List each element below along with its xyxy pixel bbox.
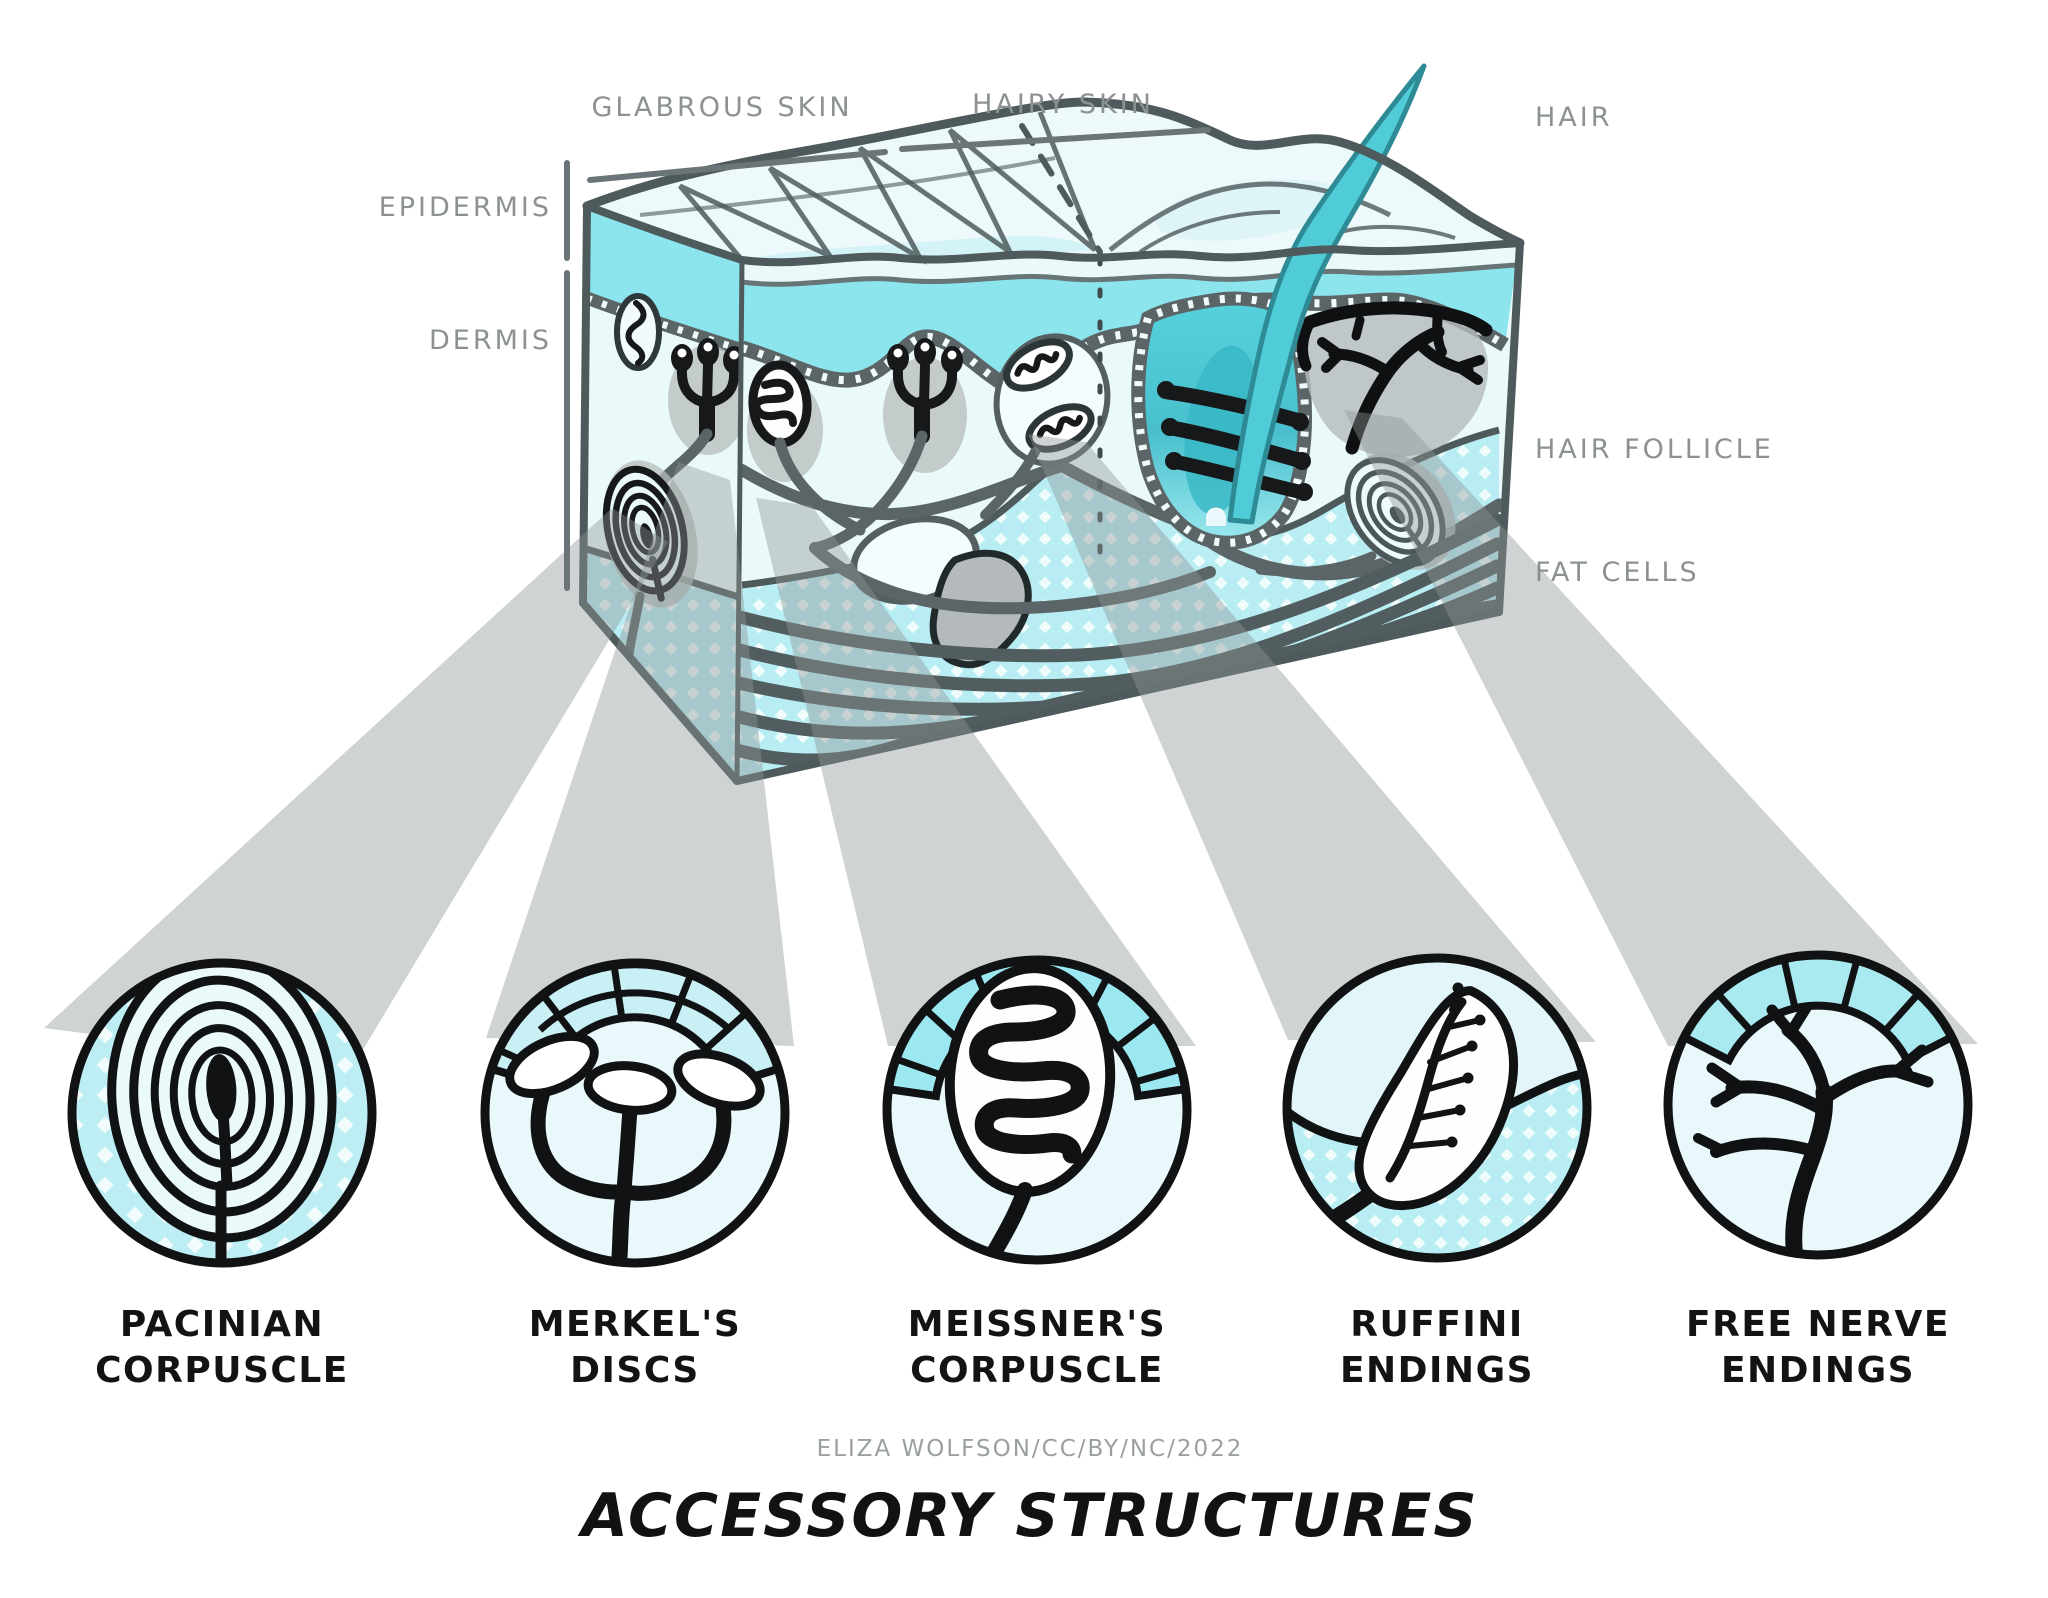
free-nerve-tree [1693, 1002, 1934, 1255]
beam-meissner [756, 498, 1196, 1046]
label-meissner-line1: MEISSNER'S [908, 1304, 1166, 1345]
label-merkel-line1: MERKEL'S [529, 1304, 742, 1345]
label-hairy-skin: HAIRY SKIN [972, 89, 1154, 120]
glabrous-underline [587, 149, 888, 183]
label-free-nerve-line2: ENDINGS [1721, 1350, 1915, 1391]
region-divider-dashed-top [1019, 123, 1103, 255]
left-face-epidermis [587, 206, 742, 352]
inset-labels: PACINIAN CORPUSCLE MERKEL'S DISCS MEISSN… [95, 1304, 1950, 1391]
merkel-tulip-front [809, 338, 967, 554]
inset-circle-ruffini [1282, 953, 1592, 1263]
label-meissner-line2: CORPUSCLE [910, 1350, 1164, 1391]
beam-merkel [486, 462, 794, 1046]
hair-shaft [1227, 63, 1427, 525]
label-glabrous-skin: GLABROUS SKIN [591, 92, 852, 123]
skin-block-left-face [583, 206, 742, 781]
skin-block-front-face [737, 243, 1520, 781]
merkel-disc [673, 1049, 765, 1111]
free-nerve-endings-front [1297, 301, 1493, 457]
meissner-corpuscle-front [747, 360, 866, 536]
label-fat-cells: FAT CELLS [1535, 557, 1700, 588]
merkel-tulip-left [646, 338, 742, 502]
label-epidermis: EPIDERMIS [379, 192, 552, 223]
inset-circle-pacinian [67, 958, 377, 1268]
beam-free-nerve [1344, 410, 1978, 1046]
capillary-loop [614, 293, 662, 371]
label-pacinian-line2: CORPUSCLE [95, 1350, 349, 1391]
inset-circle-merkel [480, 958, 790, 1268]
merkel-disc [583, 1061, 677, 1115]
ruffini-spindles-front [980, 333, 1111, 520]
label-merkel-line2: DISCS [570, 1350, 700, 1391]
glabrous-texture [678, 111, 1098, 265]
front-face-fat-region [737, 430, 1499, 781]
annotation-lines [564, 127, 1211, 591]
beam-ruffini [1028, 434, 1596, 1042]
pacinian-onion-left [602, 460, 698, 608]
pacinian-onion-right [1255, 452, 1456, 577]
label-pacinian-line1: PACINIAN [120, 1304, 324, 1345]
inset-circle-free-nerve [1663, 950, 1973, 1260]
label-hair-follicle: HAIR FOLLICLE [1535, 434, 1774, 465]
skin-block [579, 63, 1525, 785]
zoom-beams [44, 410, 1978, 1068]
label-free-nerve-line1: FREE NERVE [1686, 1304, 1950, 1345]
credit-line: ELIZA WOLFSON/CC/BY/NC/2022 [817, 1436, 1244, 1462]
label-ruffini-line2: ENDINGS [1340, 1350, 1534, 1391]
skin-block-outlines [579, 97, 1525, 785]
label-hair: HAIR [1535, 102, 1613, 133]
beam-pacinian [44, 508, 668, 1068]
merkel-disc-stems [530, 1078, 732, 1263]
annotation-labels: GLABROUS SKIN HAIRY SKIN HAIR EPIDERMIS … [379, 89, 1774, 588]
hairy-underline [899, 127, 1211, 152]
left-face-fat-region [583, 548, 742, 781]
label-ruffini-line1: RUFFINI [1350, 1304, 1524, 1345]
merkel-disc [505, 1031, 599, 1099]
inset-circle-meissner [882, 955, 1192, 1265]
meissner-coil [969, 985, 1090, 1164]
ruffini-branches [1385, 982, 1486, 1183]
label-dermis: DERMIS [429, 325, 552, 356]
page-title: ACCESSORY STRUCTURES [577, 1481, 1478, 1551]
